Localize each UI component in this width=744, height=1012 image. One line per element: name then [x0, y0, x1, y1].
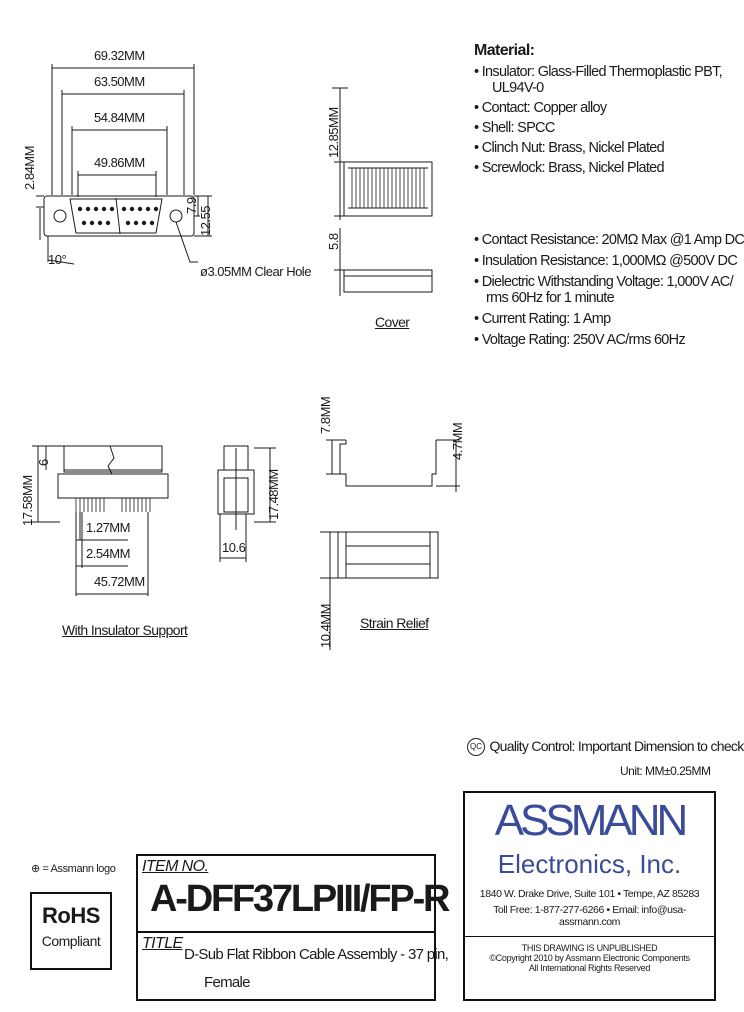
- technical-drawing: [30, 64, 716, 1001]
- dim-7-8: 7.8MM: [318, 396, 333, 434]
- caption-strain-relief: Strain Relief: [360, 615, 429, 631]
- material-title: Material:: [474, 42, 535, 59]
- dim-49-86: 49.86MM: [94, 155, 145, 170]
- company-address: 1840 W. Drake Drive, Suite 101 • Tempe, …: [479, 888, 700, 900]
- qc-text: Quality Control: Important Dimension to …: [489, 738, 744, 755]
- dim-2-54: 2.54MM: [86, 546, 130, 561]
- dim-12-55: 12.55: [198, 205, 213, 236]
- material-item: • Clinch Nut: Brass, Nickel Plated: [474, 140, 665, 156]
- notice-unpublished: THIS DRAWING IS UNPUBLISHED: [521, 943, 658, 953]
- dim-63-50: 63.50MM: [94, 74, 145, 89]
- rating-item: • Dielectric Withstanding Voltage: 1,000…: [474, 274, 734, 290]
- dim-45-72: 45.72MM: [94, 574, 145, 589]
- ratings-section: • Contact Resistance: 20MΩ Max @1 Amp DC…: [474, 232, 744, 348]
- dim-54-84: 54.84MM: [94, 110, 145, 125]
- rohs-compliant: Compliant: [41, 933, 101, 949]
- notice-rights: All International Rights Reserved: [528, 963, 651, 973]
- dim-17-48: 17.48MM: [266, 469, 281, 520]
- company-block: ASSMANN Electronics, Inc. 1840 W. Drake …: [464, 796, 715, 973]
- title-line-2: Female: [204, 974, 251, 991]
- caption-insulator-support: With Insulator Support: [62, 622, 188, 638]
- rating-item: • Current Rating: 1 Amp: [474, 311, 611, 327]
- rating-item: • Contact Resistance: 20MΩ Max @1 Amp DC: [474, 232, 744, 248]
- dim-7-9: 7.9: [184, 197, 199, 214]
- rohs-badge: RoHS Compliant: [31, 893, 111, 969]
- title-label: TITLE: [142, 935, 183, 952]
- rating-item: rms 60Hz for 1 minute: [486, 290, 615, 306]
- dim-6: 6: [36, 459, 51, 466]
- company-subtitle: Electronics, Inc.: [497, 849, 682, 879]
- material-item: • Insulator: Glass-Filled Thermoplastic …: [474, 64, 723, 80]
- material-item: • Shell: SPCC: [474, 120, 555, 136]
- material-section: Material: • Insulator: Glass-Filled Ther…: [474, 42, 723, 176]
- rohs-label: RoHS: [42, 903, 100, 928]
- dim-cover-12-85: 12.85MM: [326, 107, 341, 158]
- item-number: A-DFF37LPIII/FP-R: [150, 878, 450, 920]
- dim-10-6: 10.6: [222, 540, 246, 555]
- rating-item: • Insulation Resistance: 1,000MΩ @500V D…: [474, 253, 738, 269]
- material-item: • Contact: Copper alloy: [474, 100, 607, 116]
- rating-item: • Voltage Rating: 250V AC/rms 60Hz: [474, 332, 686, 348]
- unit-note: Unit: MM±0.25MM: [620, 764, 711, 778]
- material-item: UL94V-0: [492, 80, 544, 96]
- hole-note: ø3.05MM Clear Hole: [200, 264, 311, 279]
- dim-angle: 10°: [48, 252, 67, 267]
- caption-cover: Cover: [375, 314, 410, 330]
- quality-control-note: QC Quality Control: Important Dimension …: [467, 738, 744, 756]
- company-contact: Toll Free: 1-877-277-6266 • Email: info@…: [493, 904, 686, 928]
- dim-1-27: 1.27MM: [86, 520, 130, 535]
- notice-copyright: ©Copyright 2010 by Assmann Electronic Co…: [489, 953, 690, 963]
- item-label: ITEM NO.: [142, 858, 209, 875]
- qc-badge-icon: QC: [467, 738, 485, 756]
- company-logo: ASSMANN: [494, 796, 689, 845]
- dim-10-4: 10.4MM: [318, 604, 333, 648]
- dim-4-7: 4.7MM: [450, 422, 465, 460]
- material-item: • Screwlock: Brass, Nickel Plated: [474, 160, 665, 176]
- dim-2-84: 2.84MM: [22, 146, 37, 190]
- title-line-1: D-Sub Flat Ribbon Cable Assembly - 37 pi…: [184, 946, 449, 963]
- dim-17-58: 17.58MM: [20, 475, 35, 526]
- logo-note: ⊕ = Assmann logo: [31, 863, 116, 875]
- dim-69-32: 69.32MM: [94, 48, 145, 63]
- dim-cover-5-8: 5.8: [326, 233, 341, 250]
